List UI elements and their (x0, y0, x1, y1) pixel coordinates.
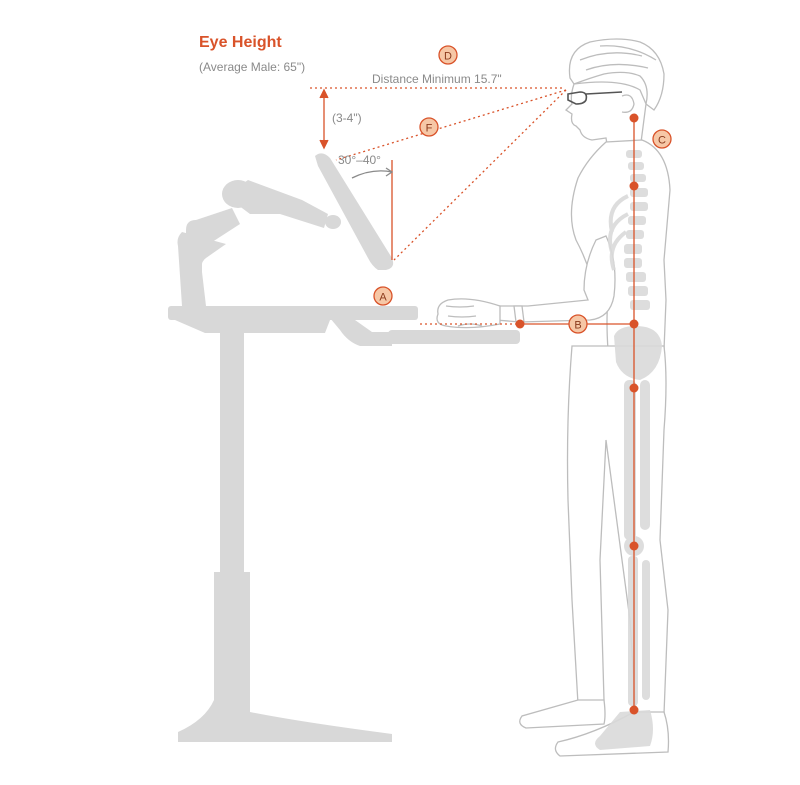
dot-neck (629, 113, 639, 123)
femur (624, 380, 636, 540)
offset-arrow-top (319, 88, 329, 99)
femur-back (640, 380, 650, 530)
hand (436, 298, 501, 329)
svg-text:F: F (426, 123, 433, 135)
sight-line-top (335, 89, 567, 161)
ear (621, 94, 635, 113)
desk-top (168, 306, 418, 320)
marker-f: F (419, 117, 439, 137)
monitor (315, 153, 394, 270)
desk-top-underside (175, 320, 330, 333)
sight-line-bottom (393, 89, 567, 261)
dot-lower-back (629, 319, 639, 329)
offset-label: (3-4") (332, 111, 362, 125)
dot-knee (629, 541, 639, 551)
hair-strands (579, 45, 657, 71)
marker-d: D (438, 45, 458, 65)
trousers (566, 345, 669, 717)
svg-text:A: A (379, 292, 387, 304)
marker-c: C (652, 129, 672, 149)
tilt-arc-arrow (385, 167, 394, 177)
glasses (567, 91, 623, 105)
dot-elbow (515, 319, 525, 329)
arm-lower-segment (186, 208, 240, 247)
standing-desk (168, 306, 418, 742)
diagram-title: Eye Height (199, 34, 282, 51)
skeleton (595, 150, 662, 750)
shoe-front (519, 699, 606, 729)
desk-column-upper (220, 333, 244, 573)
distance-label: Distance Minimum 15.7" (372, 72, 502, 86)
dot-ankle (629, 705, 639, 715)
tray-arm (330, 317, 392, 346)
ribs (608, 194, 629, 271)
arm-column (182, 256, 202, 306)
joint-dots (515, 113, 639, 715)
svg-text:B: B (574, 320, 581, 332)
dot-hip (629, 383, 639, 393)
hair (568, 38, 665, 111)
keyboard-tray (330, 317, 520, 346)
arm-joint-2 (325, 215, 341, 229)
tibia-back (642, 560, 650, 700)
tibia (628, 556, 638, 706)
arm-upper-segment (226, 180, 328, 228)
tilt-label: 30°–40° (338, 153, 381, 167)
svg-text:C: C (658, 135, 666, 147)
desk-foot (178, 700, 392, 742)
cuff (513, 305, 525, 323)
monitor-body (315, 153, 394, 270)
marker-b: B (568, 314, 588, 334)
pelvis (614, 326, 662, 380)
tilt-arc (351, 170, 393, 179)
tray-platform (388, 330, 520, 344)
marker-a: A (373, 286, 393, 306)
monitor-arm (177, 180, 341, 306)
foot-bones (595, 710, 653, 750)
dot-upper-back (629, 181, 639, 191)
diagram-subtitle: (Average Male: 65") (199, 60, 306, 74)
svg-text:D: D (444, 51, 452, 63)
offset-arrow-bottom (319, 139, 329, 150)
desk-column-lower (214, 572, 250, 702)
